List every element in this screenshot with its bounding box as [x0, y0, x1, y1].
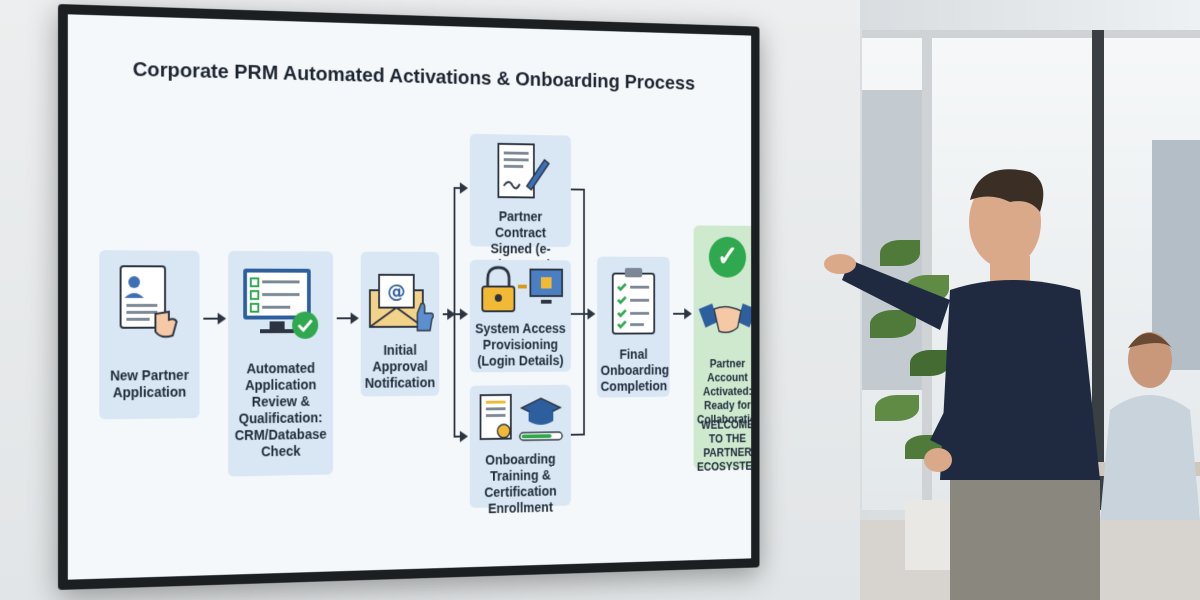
merge-connector [570, 433, 584, 436]
welcome-message: WELCOME TO THE PARTNER ECOSYSTEM! [696, 417, 752, 474]
svg-text:@: @ [387, 280, 405, 302]
slide-title: Corporate PRM Automated Activations & On… [132, 57, 695, 95]
window-frame [862, 30, 1200, 38]
wall-display: Corporate PRM Automated Activations & On… [58, 4, 760, 590]
display-screen: Corporate PRM Automated Activations & On… [67, 14, 752, 580]
flow-arrow [453, 435, 467, 438]
branch-connector [453, 187, 456, 436]
step-system-access: System Access Provisioning (Login Detail… [469, 259, 571, 373]
step-automated-review: Automated Application Review & Qualifica… [228, 250, 334, 477]
flow-arrow [673, 312, 691, 315]
application-form-icon [117, 264, 183, 343]
step-initial-approval: @ Initial Approval Notification [360, 251, 440, 397]
step-label: Initial Approval Notification [364, 342, 436, 391]
flow-arrow [442, 313, 454, 316]
contract-signature-icon [497, 140, 550, 205]
flow-arrow [453, 313, 467, 316]
office-window [862, 30, 1200, 510]
presenter-person [824, 169, 1100, 600]
certificate-graduation-icon [477, 390, 566, 450]
checklist-clipboard-icon [608, 267, 660, 337]
step-new-partner-application: New Partner Application [99, 250, 200, 420]
plant-leaf [875, 395, 919, 421]
monitor-check-icon [243, 268, 319, 339]
step-account-activated: ✓ Partner Account Activated: Ready for C… [693, 225, 752, 474]
flow-arrow [203, 317, 225, 320]
email-thumbs-up-icon: @ [368, 271, 434, 333]
step-label: Partner Account Activated: Ready for Col… [696, 357, 752, 427]
merge-connector [570, 188, 584, 191]
window-frame [922, 30, 932, 510]
lock-key-icon [479, 266, 564, 316]
coworker-person [1100, 332, 1200, 520]
step-label: Final Onboarding Completion [600, 346, 670, 394]
step-label: Onboarding Training & Certification Enro… [484, 451, 557, 517]
checkmark-icon: ✓ [708, 236, 747, 278]
flow-arrow [336, 317, 358, 320]
plant-leaf [870, 310, 916, 338]
step-label: System Access Provisioning (Login Detail… [475, 320, 566, 369]
window-frame [1092, 30, 1104, 510]
step-contract-signed: Partner Contract Signed (e-Signature) [469, 133, 571, 272]
plant-leaf [910, 350, 950, 376]
plant-leaf [880, 240, 920, 266]
flow-arrow [453, 187, 467, 190]
flow-arrow [570, 312, 594, 315]
handshake-icon [698, 303, 752, 341]
step-onboarding-training: Onboarding Training & Certification Enro… [469, 384, 571, 516]
step-label: Automated Application Review & Qualifica… [234, 360, 327, 460]
building [1152, 140, 1200, 370]
plant-pot [905, 500, 955, 570]
step-final-onboarding: Final Onboarding Completion [597, 256, 670, 398]
step-label: New Partner Application [110, 366, 189, 401]
